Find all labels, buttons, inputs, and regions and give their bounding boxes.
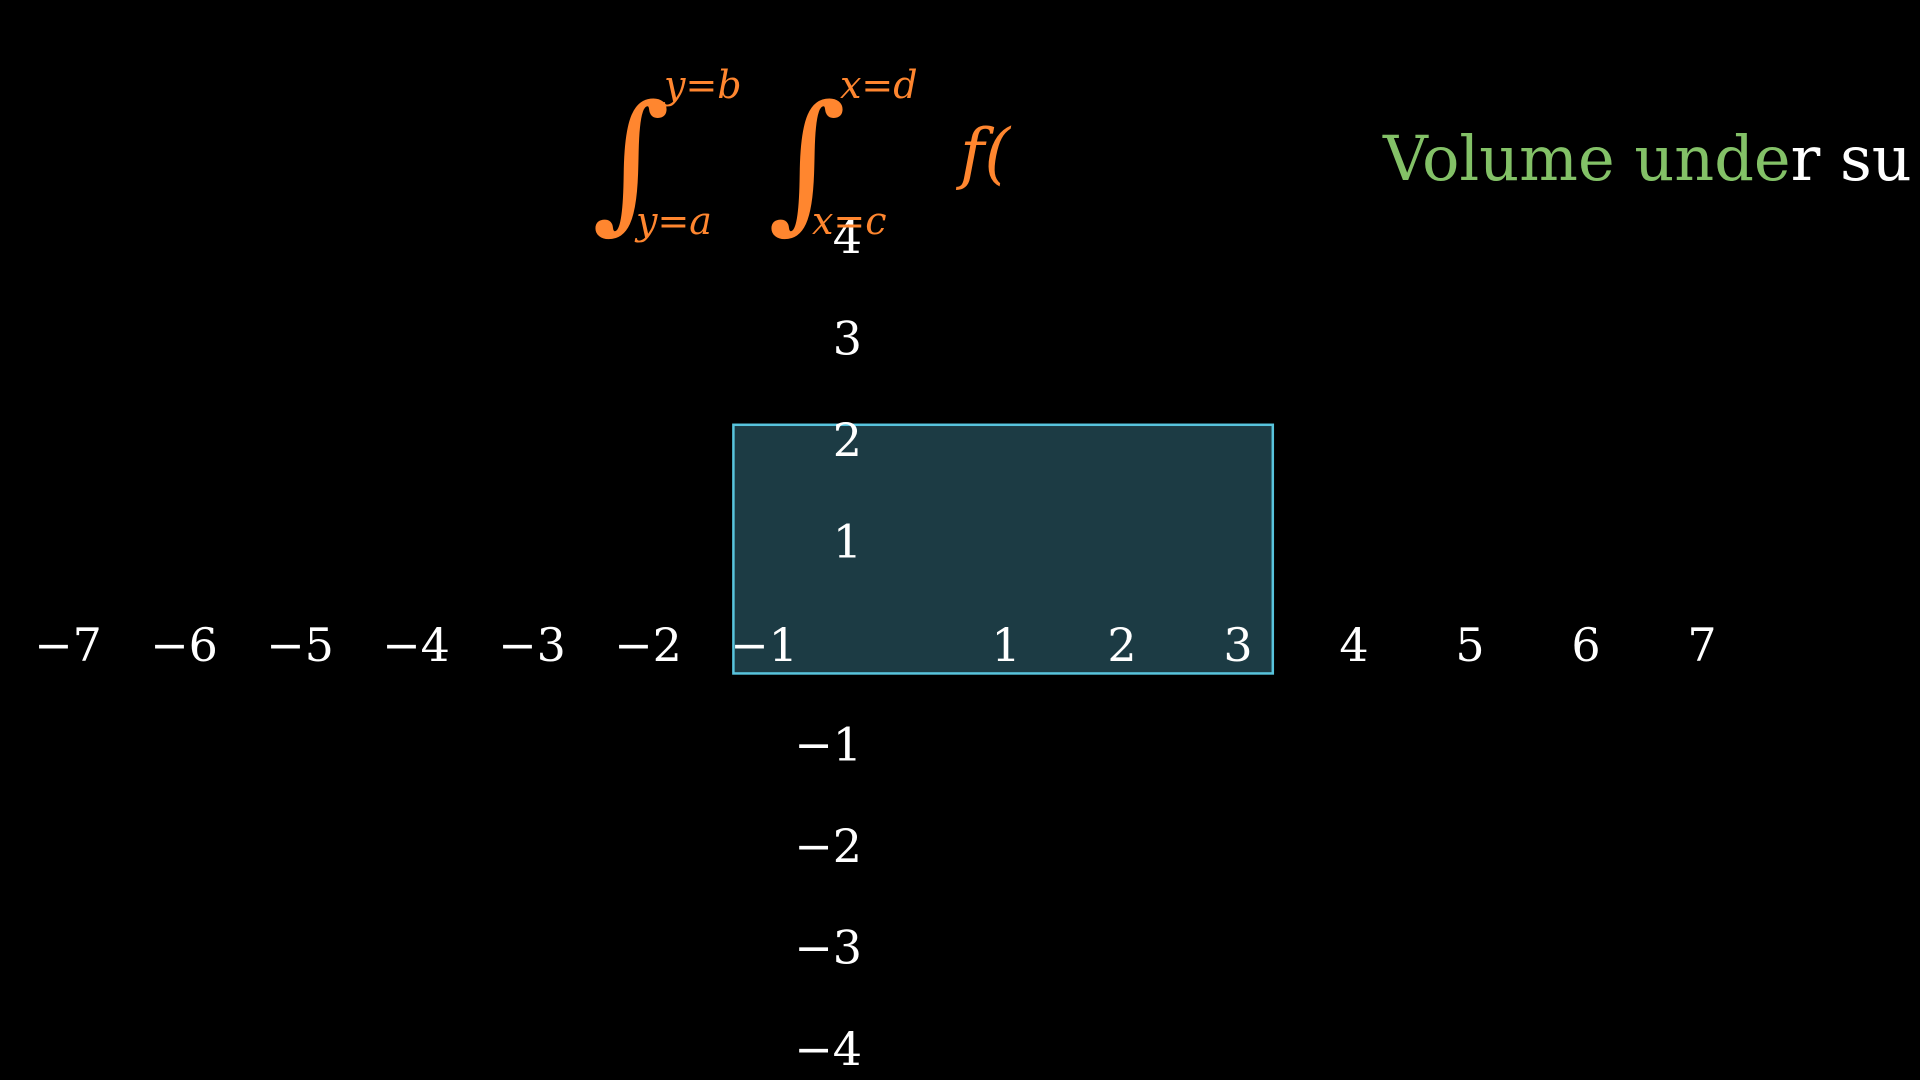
y-tick-label: −1 xyxy=(794,718,862,772)
double-integral-formula: ∫ y=b y=a ∫ x=d x=c f( xyxy=(592,63,1011,248)
x-tick-label: −1 xyxy=(730,618,798,672)
x-tick-label: 1 xyxy=(991,618,1020,672)
x-tick-label: 2 xyxy=(1107,618,1136,672)
y-tick-label: −3 xyxy=(794,921,862,975)
x-tick-label: 4 xyxy=(1339,618,1368,672)
x-axis-tick-labels: −7 −6 −5 −4 −3 −2 −1 1 2 3 4 5 6 7 xyxy=(34,618,1717,672)
outer-integral-sign: ∫ xyxy=(592,74,670,248)
x-tick-label: 5 xyxy=(1455,618,1484,672)
y-tick-label: 2 xyxy=(833,413,862,467)
x-tick-label: −7 xyxy=(34,618,102,672)
y-tick-label: 1 xyxy=(833,515,862,569)
y-tick-label: 4 xyxy=(833,210,862,264)
caption-text-white: r su xyxy=(1791,122,1912,195)
y-tick-label: −4 xyxy=(794,1022,862,1076)
integrand-partial: f( xyxy=(955,115,1011,192)
outer-upper-limit: y=b xyxy=(662,63,742,107)
y-axis-tick-labels: 4 3 2 1 −1 −2 −3 −4 xyxy=(794,210,862,1076)
x-tick-label: −3 xyxy=(498,618,566,672)
integration-region xyxy=(732,423,1275,675)
inner-integral-sign: ∫ xyxy=(768,74,846,248)
x-tick-label: −5 xyxy=(266,618,334,672)
caption-text-green: Volume unde xyxy=(1382,122,1791,195)
x-tick-label: −2 xyxy=(614,618,682,672)
outer-lower-limit: y=a xyxy=(634,199,712,243)
x-tick-label: 3 xyxy=(1223,618,1252,672)
inner-upper-limit: x=d xyxy=(840,63,918,107)
x-tick-label: −6 xyxy=(150,618,218,672)
caption-text: Volume under su xyxy=(1382,122,1912,195)
inner-lower-limit: x=c xyxy=(812,199,887,243)
x-tick-label: 6 xyxy=(1571,618,1600,672)
x-tick-label: −4 xyxy=(382,618,450,672)
y-tick-label: −2 xyxy=(794,819,862,873)
y-tick-label: 3 xyxy=(833,312,862,366)
x-tick-label: 7 xyxy=(1687,618,1716,672)
